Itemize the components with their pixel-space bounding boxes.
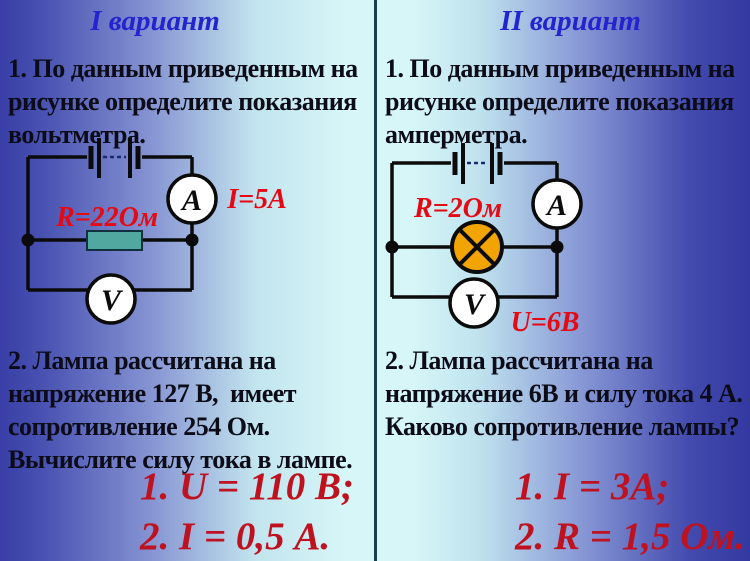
current-value-label: I=5A bbox=[226, 184, 287, 215]
problem-text-line: Каково сопротивление лампы? bbox=[385, 412, 740, 441]
variant-1-header: I вариант bbox=[90, 5, 220, 37]
variant-1-answers: 1. U = 110 В; 2. I = 0,5 А. bbox=[140, 462, 354, 561]
problem-text-line: 2. Лампа рассчитана на bbox=[8, 346, 276, 375]
ammeter-circle bbox=[531, 178, 583, 230]
lamp-icon bbox=[450, 220, 504, 274]
variant-2-problem-2: 2. Лампа рассчитана на напряжение 6В и с… bbox=[385, 344, 743, 443]
problem-text-line: напряжение 127 В, имеет bbox=[8, 379, 297, 408]
variant-1-problem-2: 2. Лампа рассчитана на напряжение 127 В,… bbox=[8, 344, 353, 476]
resistor-value-label: R=2Ом bbox=[413, 193, 502, 224]
answer-line: 2. R = 1,5 Ом. bbox=[515, 515, 745, 558]
problem-text-line: рисунке определите показания bbox=[8, 87, 357, 116]
voltmeter-circle bbox=[85, 273, 137, 325]
junction-node bbox=[550, 240, 564, 254]
problem-text-line: 1. По данным приведенным на bbox=[8, 54, 358, 83]
junction-node bbox=[185, 233, 199, 247]
junction-node bbox=[21, 233, 35, 247]
problem-text-line: вольтметра. bbox=[8, 120, 146, 149]
problem-text-line: сопротивление 254 Ом. bbox=[8, 412, 270, 441]
problem-text-line: напряжение 6В и силу тока 4 А. bbox=[385, 379, 743, 408]
voltage-value-label: U=6В bbox=[511, 307, 580, 338]
variant-1-problem-1: 1. По данным приведенным на рисунке опре… bbox=[8, 52, 358, 151]
answer-line: 2. I = 0,5 А. bbox=[140, 515, 331, 558]
problem-text-line: Вычислите силу тока в лампе. bbox=[8, 445, 353, 474]
voltmeter-letter: V bbox=[464, 288, 487, 321]
ammeter-letter: A bbox=[180, 184, 202, 217]
problem-text-line: амперметра. bbox=[385, 120, 528, 149]
ammeter-letter: A bbox=[545, 189, 567, 222]
resistor-value-label: R=22Ом bbox=[55, 202, 158, 233]
resistor-icon bbox=[86, 230, 143, 251]
problem-text-line: 2. Лампа рассчитана на bbox=[385, 346, 653, 375]
circuit-diagram-variant-2: A V R=2Ом U=6В bbox=[385, 143, 583, 338]
column-divider bbox=[374, 0, 377, 561]
variant-2-problem-1: 1. По данным приведенным на рисунке опре… bbox=[385, 52, 735, 151]
variant-2-answers: 1. I = 3А; 2. R = 1,5 Ом. bbox=[515, 462, 745, 561]
junction-node bbox=[385, 240, 399, 254]
answer-line: 1. I = 3А; bbox=[515, 465, 670, 508]
variant-2-header: II вариант bbox=[500, 5, 641, 37]
problem-text-line: 1. По данным приведенным на bbox=[385, 54, 735, 83]
voltmeter-circle bbox=[448, 277, 500, 329]
voltmeter-letter: V bbox=[101, 284, 124, 317]
ammeter-circle bbox=[166, 173, 218, 225]
battery-icon bbox=[88, 138, 141, 178]
answer-line: 1. U = 110 В; bbox=[140, 465, 354, 508]
circuit-diagram-variant-1: A V R=22Ом I=5A bbox=[21, 138, 287, 325]
battery-icon bbox=[452, 143, 503, 184]
problem-text-line: рисунке определите показания bbox=[385, 87, 734, 116]
